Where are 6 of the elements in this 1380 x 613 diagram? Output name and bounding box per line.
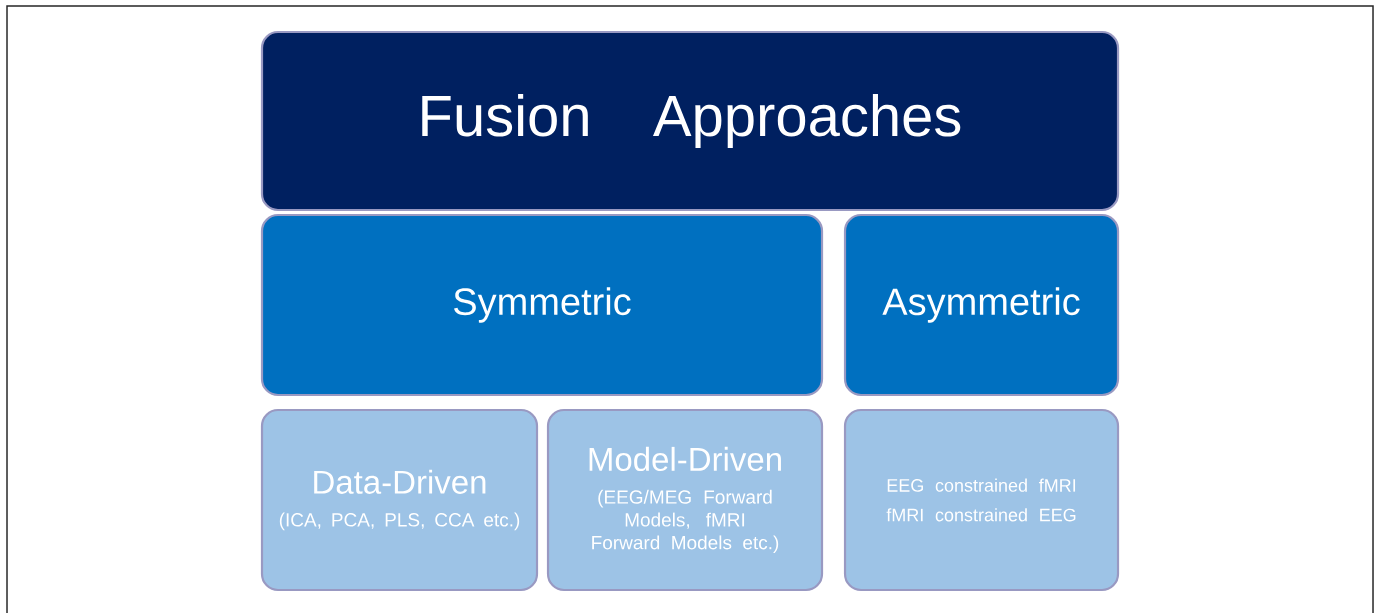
category-box: Symmetric: [260, 213, 824, 397]
method-box: EEG constrained fMRI fMRI constrained EEG: [843, 408, 1120, 592]
category-box: Asymmetric: [843, 213, 1120, 397]
method-box: Data-Driven (ICA, PCA, PLS, CCA etc.): [260, 408, 539, 592]
title-box: Fusion Approaches: [260, 30, 1120, 212]
method-box: Model-Driven (EEG/MEG Forward Models, fMRI Forward Models etc.): [546, 408, 824, 592]
